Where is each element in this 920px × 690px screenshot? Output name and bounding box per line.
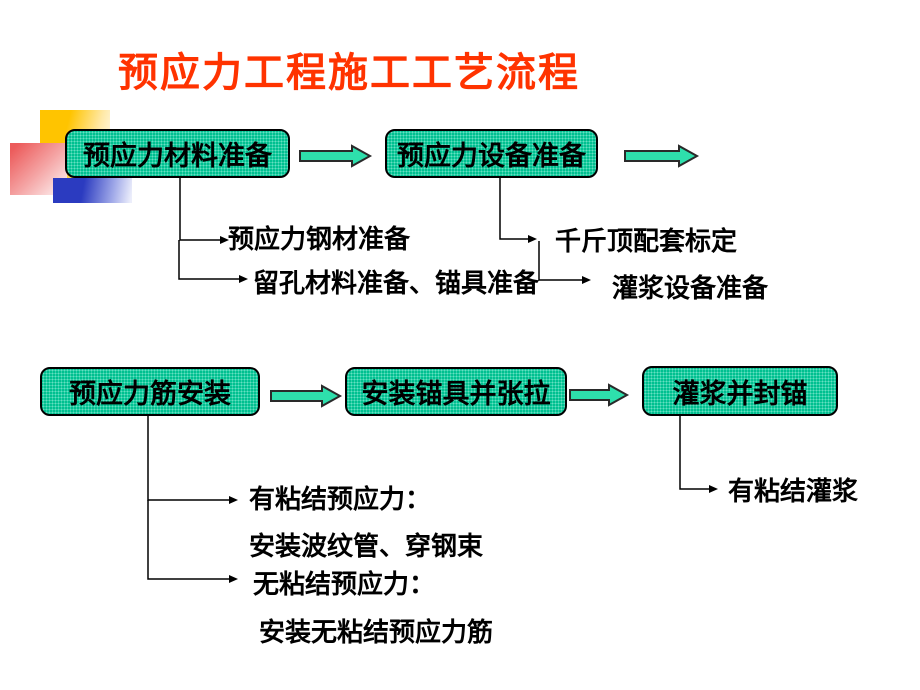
flow-box-material-preparation: 预应力材料准备 <box>65 129 290 178</box>
subitem-bonded-prestress-label: 有粘结预应力： <box>249 485 432 514</box>
flow-box-tendon-installation: 预应力筋安装 <box>40 367 260 416</box>
slide-title: 预应力工程施工工艺流程 <box>118 50 580 95</box>
flow-box-anchorage-tensioning: 安装锚具并张拉 <box>345 367 567 416</box>
connector-bonded-prestress <box>147 416 238 504</box>
flow-box-label: 灌浆并封锚 <box>672 378 808 409</box>
subitem-duct-and-anchorage-prep: 留孔材料准备、锚具准备 <box>253 269 540 298</box>
connector-bonded-grouting <box>679 416 718 493</box>
deco-square-blue <box>53 178 132 203</box>
subitem-unbonded-prestress-label: 无粘结预应力： <box>253 570 436 599</box>
connector-steel-prep <box>179 178 229 244</box>
flow-box-label: 安装锚具并张拉 <box>361 379 551 409</box>
flow-arrow-row2-a <box>270 384 343 408</box>
subitem-install-unbonded-tendon: 安装无粘结预应力筋 <box>259 618 494 647</box>
connector-unbonded-prestress <box>147 500 238 583</box>
flow-arrow-row1-a <box>299 144 373 168</box>
flow-box-label: 预应力材料准备 <box>83 141 272 171</box>
flow-box-label: 预应力筋安装 <box>69 379 231 409</box>
subitem-steel-material-prep: 预应力钢材准备 <box>228 225 411 254</box>
flow-box-label: 预应力设备准备 <box>397 141 586 171</box>
subitem-jack-calibration: 千斤顶配套标定 <box>555 227 738 256</box>
subitem-install-corrugated-duct: 安装波纹管、穿钢束 <box>249 532 484 561</box>
connector-jack-calibration <box>499 178 537 243</box>
subitem-bonded-grouting: 有粘结灌浆 <box>728 477 859 506</box>
flow-arrow-row1-b <box>624 144 700 168</box>
flow-arrow-row2-b <box>569 383 630 407</box>
flow-box-equipment-preparation: 预应力设备准备 <box>385 129 598 178</box>
subitem-grouting-equipment-prep: 灌浆设备准备 <box>612 274 769 303</box>
flow-box-grouting-sealing: 灌浆并封锚 <box>642 366 838 416</box>
